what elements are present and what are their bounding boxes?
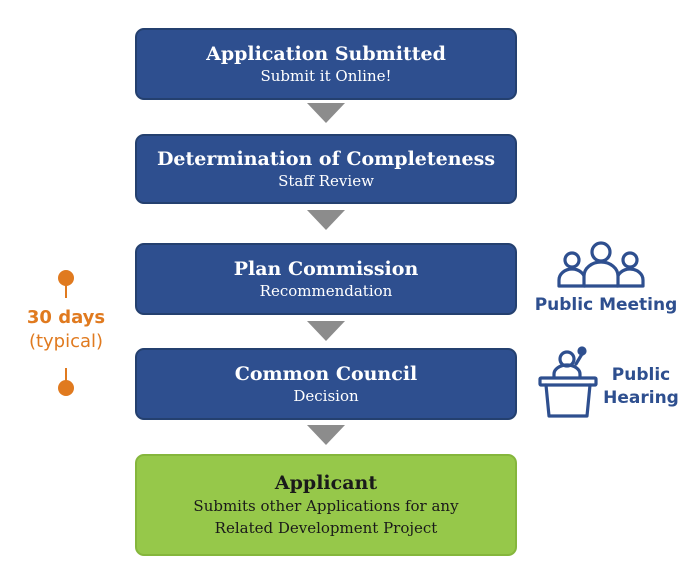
public-meeting-label: Public Meeting <box>534 295 678 315</box>
timeline-dot-icon <box>58 270 74 286</box>
people-group-icon <box>557 241 645 288</box>
step-subtitle: Submit it Online! <box>260 66 392 85</box>
step-applicant: Applicant Submits other Applications for… <box>135 454 517 556</box>
step-subtitle-line1: Submits other Applications for any <box>193 497 459 515</box>
step-plan-commission: Plan Commission Recommendation <box>135 243 517 315</box>
step-subtitle: Staff Review <box>278 171 374 190</box>
step-title: Application Submitted <box>206 42 446 65</box>
timeline-qualifier: (typical) <box>28 331 104 352</box>
timeline-dot-icon <box>58 380 74 396</box>
step-determination-of-completeness: Determination of Completeness Staff Revi… <box>135 134 517 204</box>
step-title: Plan Commission <box>233 257 419 280</box>
down-arrow-icon <box>307 425 345 445</box>
public-hearing-label-line1: Public <box>611 365 671 385</box>
down-arrow-icon <box>307 210 345 230</box>
step-application-submitted: Application Submitted Submit it Online! <box>135 28 517 100</box>
step-subtitle: Decision <box>293 386 359 405</box>
down-arrow-icon <box>307 321 345 341</box>
speaker-podium-icon <box>538 346 598 418</box>
down-arrow-icon <box>307 103 345 123</box>
step-title: Applicant <box>274 472 378 494</box>
step-subtitle-line2: Related Development Project <box>214 519 438 537</box>
step-title: Determination of Completeness <box>156 147 496 170</box>
step-title: Common Council <box>234 362 418 385</box>
timeline-duration: 30 days <box>26 307 106 328</box>
step-subtitle: Recommendation <box>259 281 393 300</box>
public-hearing-label-line2: Hearing <box>603 388 679 408</box>
step-common-council: Common Council Decision <box>135 348 517 420</box>
